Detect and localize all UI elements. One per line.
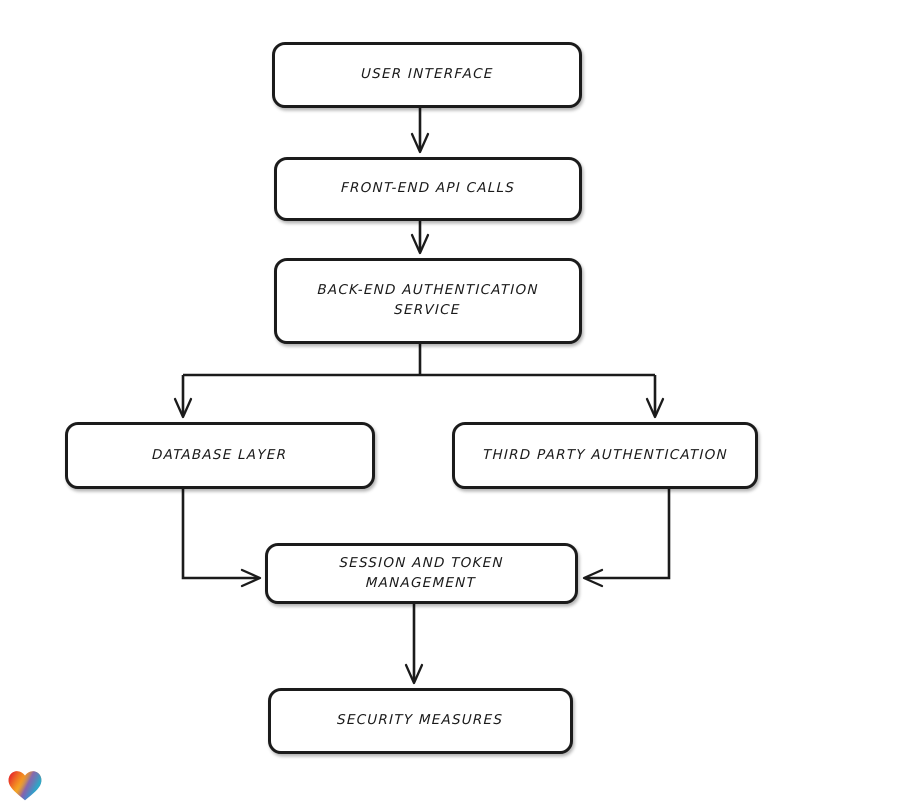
edge-third-party-to-session — [586, 489, 671, 580]
node-database-layer[interactable]: DATABASE LAYER — [65, 422, 375, 489]
edge-database-to-session — [181, 489, 258, 580]
node-frontend-api-calls[interactable]: FRONT-END API CALLS — [274, 157, 582, 221]
node-database-layer-label: DATABASE LAYER — [152, 446, 288, 463]
arrowhead-frontend-to-backend — [410, 233, 430, 255]
node-third-party-authentication[interactable]: THIRD PARTY AUTHENTICATION — [452, 422, 758, 489]
heart-icon — [8, 771, 42, 801]
arrowhead-third-party-to-session — [582, 568, 604, 588]
arrowhead-database-to-session — [240, 568, 262, 588]
node-frontend-api-calls-label: FRONT-END API CALLS — [340, 180, 516, 197]
node-security-measures-label: SECURITY MEASURES — [337, 712, 504, 729]
node-backend-authentication-service-label: BACK-END AUTHENTICATION SERVICE — [317, 282, 540, 318]
node-backend-authentication-service[interactable]: BACK-END AUTHENTICATION SERVICE — [274, 258, 582, 344]
arrowhead-session-to-security — [404, 663, 424, 685]
node-session-and-token-management-label: SESSION AND TOKEN MANAGEMENT — [339, 554, 505, 591]
node-third-party-authentication-label: THIRD PARTY AUTHENTICATION — [482, 446, 728, 463]
arrowhead-ui-to-frontend — [410, 132, 430, 154]
node-session-and-token-management[interactable]: SESSION AND TOKEN MANAGEMENT — [265, 543, 578, 604]
node-security-measures[interactable]: SECURITY MEASURES — [268, 688, 573, 754]
node-user-interface[interactable]: USER INTERFACE — [272, 42, 582, 108]
node-user-interface-label: USER INTERFACE — [360, 66, 494, 83]
arrowhead-split-to-third-party — [645, 397, 665, 419]
arrowhead-split-to-database — [173, 397, 193, 419]
